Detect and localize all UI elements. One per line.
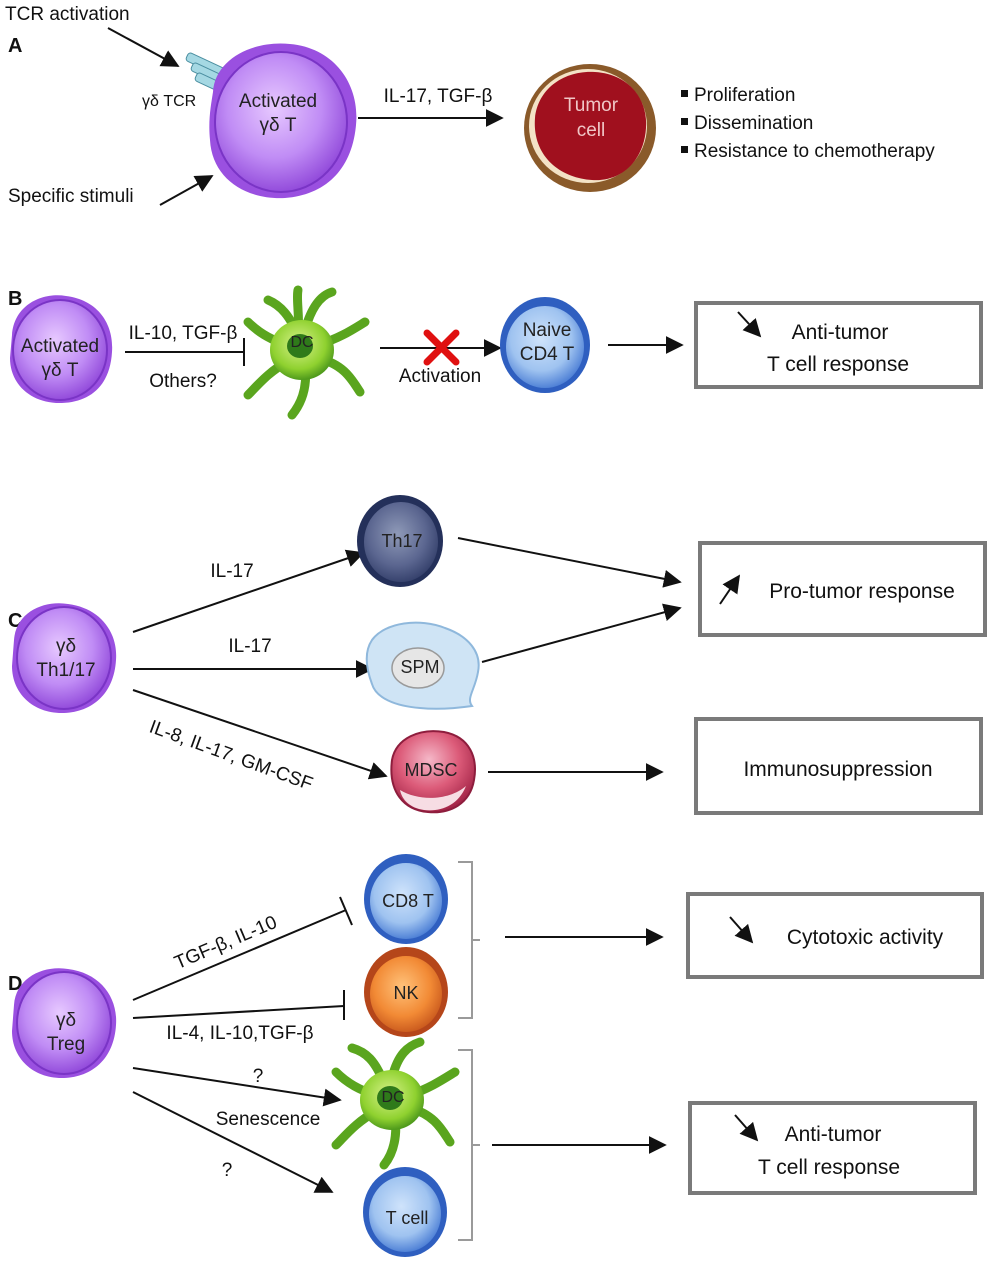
tumor-cell-line1: Tumor bbox=[564, 95, 619, 116]
arrow-to-dc-d bbox=[132, 1067, 342, 1107]
il17-label-spm: IL-17 bbox=[228, 636, 271, 657]
inhibition-bar-cd8 bbox=[339, 896, 353, 926]
mdsc-cell bbox=[390, 730, 476, 814]
mdsc-label: MDSC bbox=[405, 760, 458, 780]
increase-arrow-icon bbox=[719, 574, 741, 605]
activated-gd-t-b-line2: γδ T bbox=[42, 360, 79, 381]
nk-cell bbox=[364, 947, 448, 1037]
activation-label-b: Activation bbox=[399, 366, 481, 387]
tumor-cell bbox=[524, 64, 656, 192]
naive-cd4-line2: CD4 T bbox=[520, 344, 575, 365]
tcr-activation-label: TCR activation bbox=[5, 4, 130, 25]
gd-treg-line2: Treg bbox=[47, 1034, 85, 1055]
spm-cell bbox=[365, 621, 480, 710]
question-label-2: ? bbox=[222, 1160, 233, 1181]
arrow-th17-to-pro bbox=[457, 537, 682, 588]
bracket-cytotoxic bbox=[458, 861, 480, 1019]
decrease-arrow-icon-cyto bbox=[729, 916, 754, 944]
gd-th117-line2: Th1/17 bbox=[36, 660, 95, 681]
th17-label: Th17 bbox=[381, 531, 422, 551]
spm-label: SPM bbox=[400, 657, 439, 677]
arrow-to-th17 bbox=[132, 549, 365, 633]
arrow-to-tcell-d bbox=[132, 1091, 334, 1193]
specific-stimuli-arrow bbox=[159, 175, 214, 206]
il8-il17-gmcsf-label: IL-8, IL-17, GM-CSF bbox=[146, 717, 315, 796]
gd-treg-cell bbox=[12, 968, 117, 1079]
arrow-spm-to-pro bbox=[481, 603, 682, 663]
activated-gd-t-cell-a bbox=[209, 43, 357, 199]
activated-gd-t-line2: γδ T bbox=[260, 115, 297, 136]
il17-tgfb-label-a: IL-17, TGF-β bbox=[384, 86, 493, 107]
gd-tcr-label: γδ TCR bbox=[142, 93, 196, 110]
inhibition-line-cd8 bbox=[132, 909, 347, 1001]
tgfb-il10-label-d: TGF-β, IL-10 bbox=[172, 912, 281, 974]
dendritic-cell-d bbox=[331, 1037, 460, 1170]
dendritic-cell-b bbox=[243, 285, 370, 420]
pro-tumor-response-label: Pro-tumor response bbox=[769, 580, 955, 603]
bullet-icon bbox=[681, 90, 688, 97]
nk-label: NK bbox=[393, 983, 418, 1003]
il17-label-th17: IL-17 bbox=[210, 561, 253, 582]
question-label-1: ? bbox=[253, 1066, 264, 1087]
cytotoxic-activity-label: Cytotoxic activity bbox=[787, 926, 944, 949]
cd8-t-cell bbox=[364, 854, 448, 944]
il10-tgfb-label-b: IL-10, TGF-β bbox=[129, 323, 238, 344]
outcome-box-immunosuppression bbox=[694, 717, 983, 815]
bullet-resistance: Resistance to chemotherapy bbox=[694, 141, 935, 162]
il4-il10-tgfb-label: IL-4, IL-10,TGF-β bbox=[166, 1023, 313, 1044]
t-cell-d bbox=[363, 1167, 447, 1257]
gd-th117-cell bbox=[12, 603, 117, 714]
decrease-arrow-icon-d bbox=[734, 1114, 759, 1142]
cd8-label: CD8 T bbox=[382, 891, 434, 911]
specific-stimuli-label: Specific stimuli bbox=[8, 186, 134, 207]
decrease-arrow-icon-b bbox=[737, 311, 762, 338]
senescence-label: Senescence bbox=[216, 1109, 321, 1130]
arrow-to-mdsc bbox=[132, 689, 388, 780]
outcome-b-line1: Anti-tumor bbox=[792, 321, 889, 344]
outcome-box-anti-tumor-d bbox=[688, 1101, 977, 1195]
others-label-b: Others? bbox=[149, 371, 217, 392]
outcome-d-line2: T cell response bbox=[758, 1156, 900, 1179]
activated-gd-t-cell-b bbox=[10, 295, 113, 404]
naive-cd4-line1: Naive bbox=[523, 320, 572, 341]
panel-label-a: A bbox=[8, 35, 22, 57]
outcome-box-pro-tumor bbox=[698, 541, 987, 637]
bullet-proliferation: Proliferation bbox=[694, 85, 795, 106]
outcome-b-line2: T cell response bbox=[767, 353, 909, 376]
panel-label-b: B bbox=[8, 288, 22, 310]
activated-gd-t-b-line1: Activated bbox=[21, 336, 99, 357]
dc-label-d: DC bbox=[381, 1089, 404, 1106]
outcome-d-line1: Anti-tumor bbox=[785, 1123, 882, 1146]
blocked-x-icon bbox=[423, 329, 460, 366]
dc-label-b: DC bbox=[290, 334, 313, 351]
outcome-box-b bbox=[694, 301, 983, 389]
gd-treg-line1: γδ bbox=[56, 1010, 76, 1031]
bullet-icon bbox=[681, 118, 688, 125]
bullet-dissemination: Dissemination bbox=[694, 113, 813, 134]
inhibition-line-nk bbox=[132, 1005, 345, 1019]
tumor-cell-line2: cell bbox=[577, 120, 606, 141]
naive-cd4-t-cell bbox=[500, 297, 590, 393]
bracket-anti-tumor bbox=[458, 1049, 480, 1241]
activated-gd-t-line1: Activated bbox=[239, 91, 317, 112]
immunosuppression-label: Immunosuppression bbox=[743, 758, 932, 781]
th17-cell bbox=[357, 495, 443, 587]
tcr-activation-arrow bbox=[107, 27, 180, 67]
gd-th117-line1: γδ bbox=[56, 636, 76, 657]
bullet-icon bbox=[681, 146, 688, 153]
t-cell-label: T cell bbox=[386, 1208, 429, 1228]
